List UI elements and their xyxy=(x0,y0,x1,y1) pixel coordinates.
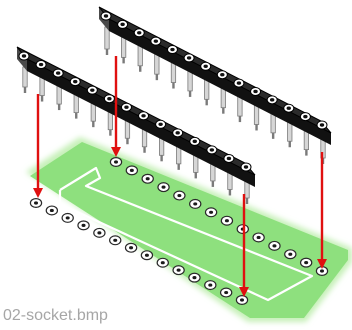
socket-contact-hole xyxy=(286,106,291,110)
pcb-pad-hole xyxy=(129,246,134,250)
socket-contact-hole xyxy=(236,81,242,85)
pcb-pad-hole xyxy=(209,210,214,214)
pad-row-top xyxy=(109,157,329,277)
socket-contact-hole xyxy=(21,54,27,58)
socket-contact-hole xyxy=(253,89,258,94)
insertion-arrows xyxy=(33,56,327,297)
socket-contact-hole xyxy=(319,123,325,127)
pcb-pad-hole xyxy=(65,216,70,220)
socket-contact-hole xyxy=(137,31,142,35)
pad-row-bottom xyxy=(29,198,249,306)
socket-pin-tip xyxy=(228,189,232,196)
socket-contact-hole xyxy=(90,88,95,92)
pcb-pad-hole xyxy=(224,219,229,223)
back-socket-strip xyxy=(98,6,332,164)
socket-contact-hole xyxy=(170,47,175,52)
socket-front-face xyxy=(27,59,255,187)
socket-pin-tip xyxy=(75,112,78,119)
socket-pin-tip xyxy=(40,95,44,102)
pcb-board xyxy=(26,137,352,322)
socket-pin-tip xyxy=(188,90,192,97)
pcb-pad-hole xyxy=(145,177,150,181)
pcb-pad-hole xyxy=(193,202,198,206)
pcb-pad-hole xyxy=(49,208,54,213)
pcb-pad-hole xyxy=(304,261,309,265)
socket-contact-hole xyxy=(226,156,232,161)
socket-contact-hole xyxy=(269,98,275,102)
socket-pin-tip xyxy=(23,87,27,93)
socket-contact-hole xyxy=(103,14,109,18)
pcb-pad-hole xyxy=(208,283,213,287)
socket-contact-hole xyxy=(153,39,159,43)
pcb-pad-hole xyxy=(113,238,118,242)
socket-contact-hole xyxy=(203,64,208,69)
socket-contact-hole xyxy=(141,114,146,118)
socket-pin-tip xyxy=(271,132,275,139)
pcb-pad-hole xyxy=(288,252,293,256)
socket-pin-tip xyxy=(122,57,125,64)
pcb-pad-hole xyxy=(129,168,134,172)
socket-pin-tip xyxy=(57,104,61,111)
socket-pin-tip xyxy=(160,155,163,162)
socket-pin-tip xyxy=(139,65,142,72)
socket-contact-hole xyxy=(38,62,44,67)
socket-contact-hole xyxy=(107,96,112,101)
pcb-pad-hole xyxy=(34,201,38,205)
socket-pin-tip xyxy=(109,129,112,136)
socket-contact-hole xyxy=(243,165,249,169)
socket-pin-tip xyxy=(288,141,291,148)
pcb-pad-hole xyxy=(177,193,182,198)
pcb-pad-hole xyxy=(81,223,86,227)
socket-pin-tip xyxy=(305,149,308,156)
socket-pin-tip xyxy=(155,74,159,81)
pcb-pad-hole xyxy=(176,268,181,272)
pcb-pad-hole xyxy=(256,235,261,240)
socket-contact-hole xyxy=(220,72,225,77)
socket-pin-tip xyxy=(143,146,146,153)
socket-contact-hole xyxy=(120,22,125,27)
socket-pin-tip xyxy=(172,82,175,89)
front-socket-strip xyxy=(16,46,256,204)
silkscreen-outline xyxy=(58,166,314,302)
socket-contact-hole xyxy=(303,114,308,119)
pcb-pad-hole xyxy=(272,244,277,248)
pcb-pad-hole xyxy=(192,276,197,280)
pcb-pad-hole xyxy=(240,298,244,302)
image-filename-caption: 02-socket.bmp xyxy=(3,307,108,324)
socket-pin-tip xyxy=(92,121,95,128)
socket-contacts xyxy=(18,51,252,172)
socket-pin-tip xyxy=(255,124,258,131)
pcb-surface xyxy=(30,142,348,318)
socket-pin-tip xyxy=(194,172,197,179)
socket-contact-hole xyxy=(175,131,180,135)
socket-pin-tip xyxy=(126,138,129,145)
socket-pin-tip xyxy=(105,49,109,55)
socket-pins xyxy=(104,26,326,164)
pcb-pad-hole xyxy=(160,261,165,265)
socket-pin-tip xyxy=(222,107,225,114)
socket-pin-tip xyxy=(238,116,242,123)
socket-contact-hole xyxy=(73,79,78,84)
pcb-pad-hole xyxy=(320,269,324,273)
socket-front-face xyxy=(109,19,331,145)
pcb-pad-hole xyxy=(97,231,102,235)
pcb-pad-hole xyxy=(224,290,229,295)
pcb-pad-hole xyxy=(114,160,118,164)
pcb-pad-hole xyxy=(144,253,149,257)
socket-contact-hole xyxy=(186,56,192,60)
socket-pin-tip xyxy=(177,163,180,170)
socket-contact-hole xyxy=(55,71,61,75)
socket-pin-tip xyxy=(211,180,215,187)
socket-contacts xyxy=(100,11,328,130)
socket-contact-hole xyxy=(192,139,197,144)
socket-pin-tip xyxy=(245,198,249,204)
socket-contact-hole xyxy=(124,105,129,109)
socket-contact-hole xyxy=(158,122,163,127)
socket-contact-hole xyxy=(209,148,215,152)
pcb-pad-hole xyxy=(161,185,166,189)
socket-pin-tip xyxy=(205,99,208,106)
